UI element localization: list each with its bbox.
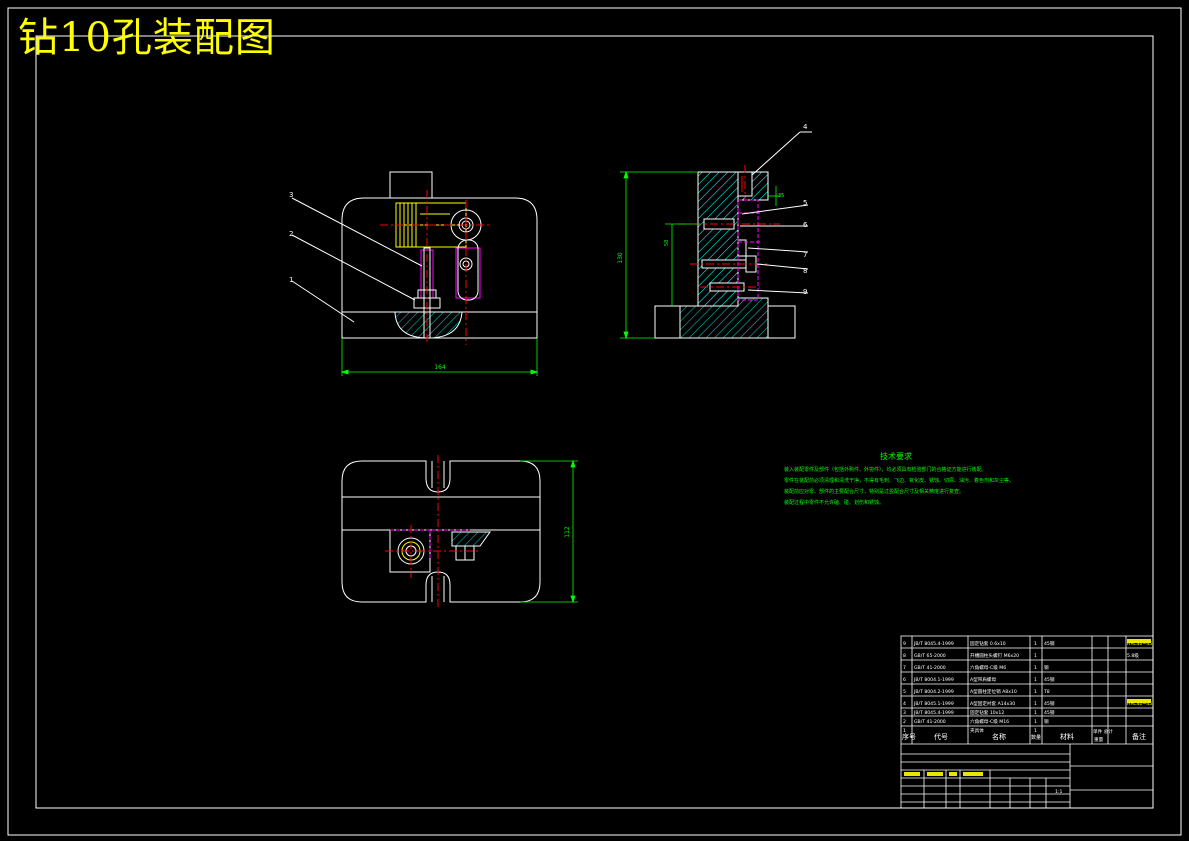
svg-text:45钢: 45钢 bbox=[1044, 640, 1055, 647]
svg-text:45钢: 45钢 bbox=[1044, 676, 1055, 683]
svg-text:单件 总计: 单件 总计 bbox=[1093, 728, 1113, 735]
front-part-number-3: 3 bbox=[289, 191, 293, 199]
svg-text:序号: 序号 bbox=[902, 732, 916, 741]
top-height-dim-text: 112 bbox=[564, 526, 571, 538]
front-width-dimension bbox=[340, 338, 539, 376]
svg-text:重量: 重量 bbox=[1094, 736, 1104, 743]
scale-text: 1:1 bbox=[1055, 789, 1062, 795]
svg-text:1: 1 bbox=[1034, 689, 1037, 695]
bom-row: 1 夹具体 1 bbox=[903, 727, 1037, 734]
bom-row: 4 JB/T 8045.1-1999 A型固定衬套 A14x30 1 45钢 H… bbox=[903, 700, 1152, 707]
front-view bbox=[291, 171, 538, 345]
svg-text:固定钻套 0.6x10: 固定钻套 0.6x10 bbox=[970, 640, 1006, 647]
svg-text:钢: 钢 bbox=[1044, 664, 1049, 671]
svg-text:钢: 钢 bbox=[1044, 718, 1049, 725]
side-height-dim-text: 130 bbox=[617, 252, 624, 264]
svg-text:5.8级: 5.8级 bbox=[1127, 652, 1139, 659]
svg-text:夹具体: 夹具体 bbox=[970, 727, 984, 734]
bom-row: 6 JB/T 8004.1-1999 A型带肩螺母 1 45钢 bbox=[903, 676, 1055, 683]
bom-row: 3 JB/T 8045.4-1999 固定钻套 10x12 1 45钢 bbox=[903, 709, 1055, 716]
svg-text:45钢: 45钢 bbox=[1044, 709, 1055, 716]
svg-text:代号: 代号 bbox=[934, 732, 948, 741]
side-small-dim-1: 35 bbox=[778, 193, 784, 199]
svg-text:5: 5 bbox=[903, 689, 906, 695]
outer-frame bbox=[7, 7, 1182, 836]
svg-text:1: 1 bbox=[1034, 665, 1037, 671]
svg-text:7: 7 bbox=[903, 665, 906, 671]
side-part-number-4: 4 bbox=[803, 123, 808, 131]
svg-text:1: 1 bbox=[903, 728, 906, 734]
svg-text:材料: 材料 bbox=[1060, 732, 1074, 741]
svg-text:45钢: 45钢 bbox=[1044, 700, 1055, 707]
svg-text:A型固定衬套 A14x30: A型固定衬套 A14x30 bbox=[970, 700, 1015, 707]
svg-text:4: 4 bbox=[903, 701, 906, 707]
technical-requirement-line: 装配前应对零、部件的主要配合尺寸，特别是过盈配合尺寸及相关精度进行复查。 bbox=[784, 489, 965, 495]
svg-text:1: 1 bbox=[1034, 641, 1037, 647]
svg-text:T8: T8 bbox=[1043, 689, 1050, 695]
svg-text:1: 1 bbox=[1034, 710, 1037, 716]
svg-text:GB/T 41-2000: GB/T 41-2000 bbox=[914, 719, 946, 725]
svg-text:固定钻套 10x12: 固定钻套 10x12 bbox=[970, 709, 1004, 716]
bom-row: 9 JB/T 8045.4-1999 固定钻套 0.6x10 1 45钢 HRC… bbox=[903, 640, 1152, 647]
technical-requirement-line: 零件在装配前必须清理和清洗干净，不得有毛刺、飞边、氧化皮、锈蚀、切屑、油污、着色… bbox=[784, 478, 1015, 484]
top-view bbox=[341, 455, 541, 608]
svg-text:HRC40~45: HRC40~45 bbox=[1127, 641, 1152, 647]
svg-text:JB/T 8045.1-1999: JB/T 8045.1-1999 bbox=[913, 701, 954, 707]
drawing-title: 钻10孔装配图 bbox=[18, 15, 276, 61]
side-dimensions bbox=[620, 170, 780, 340]
svg-text:6: 6 bbox=[903, 677, 906, 683]
svg-text:名称: 名称 bbox=[992, 732, 1006, 741]
side-part-number-7: 7 bbox=[803, 251, 807, 259]
front-width-dim-text: 164 bbox=[434, 364, 446, 371]
svg-text:1: 1 bbox=[1034, 728, 1037, 734]
svg-text:备注: 备注 bbox=[1132, 732, 1146, 741]
front-part-number-1: 1 bbox=[289, 276, 293, 284]
inner-frame bbox=[35, 35, 1154, 809]
svg-text:A型圆柱定位销 A8x10: A型圆柱定位销 A8x10 bbox=[970, 688, 1017, 695]
side-part-number-9: 9 bbox=[803, 288, 807, 296]
technical-requirement-line: 装入装配零件及部件（包括外购件、外协件），均必须具有检验部门的合格证方能进行装配… bbox=[784, 467, 987, 473]
svg-text:GB/T 65-2000: GB/T 65-2000 bbox=[914, 653, 946, 659]
bom-row: 7 GB/T 41-2000 六角螺母-C级 M6 1 钢 bbox=[903, 664, 1049, 671]
side-part-number-8: 8 bbox=[803, 267, 807, 275]
svg-text:JB/T 8004.1-1999: JB/T 8004.1-1999 bbox=[913, 677, 954, 683]
bom-row: 8 GB/T 65-2000 开槽圆柱头螺钉 M6x20 1 5.8级 bbox=[903, 652, 1139, 659]
svg-text:1: 1 bbox=[1034, 677, 1037, 683]
bom-row: 5 JB/T 8004.2-1999 A型圆柱定位销 A8x10 1 T8 bbox=[903, 688, 1050, 695]
svg-text:HRC40~45: HRC40~45 bbox=[1127, 701, 1152, 707]
technical-requirements-title: 技术要求 bbox=[880, 452, 912, 461]
top-height-dimension bbox=[520, 459, 578, 604]
side-part-number-5: 5 bbox=[803, 199, 807, 207]
svg-text:JB/T 8004.2-1999: JB/T 8004.2-1999 bbox=[913, 689, 954, 695]
svg-text:1: 1 bbox=[1034, 653, 1037, 659]
svg-text:数量: 数量 bbox=[1031, 734, 1041, 741]
title-block bbox=[900, 635, 1154, 809]
bom-header-row: 序号 代号 名称 数量 材料 单件 总计 重量 备注 bbox=[902, 728, 1146, 743]
front-part-number-2: 2 bbox=[289, 230, 293, 238]
svg-text:9: 9 bbox=[903, 641, 906, 647]
bom-row: 2 GB/T 41-2000 六角螺母-C级 M16 1 钢 bbox=[903, 718, 1049, 725]
title-block-highlights bbox=[904, 639, 1151, 776]
svg-text:GB/T 41-2000: GB/T 41-2000 bbox=[914, 665, 946, 671]
svg-text:1: 1 bbox=[1034, 719, 1037, 725]
svg-text:8: 8 bbox=[903, 653, 906, 659]
svg-text:六角螺母-C级 M16: 六角螺母-C级 M16 bbox=[970, 718, 1009, 725]
bom-table: 9 JB/T 8045.4-1999 固定钻套 0.6x10 1 45钢 HRC… bbox=[902, 640, 1152, 795]
svg-text:JB/T 8045.4-1999: JB/T 8045.4-1999 bbox=[913, 641, 954, 647]
side-small-dim-2: 58 bbox=[664, 240, 670, 246]
svg-text:六角螺母-C级 M6: 六角螺母-C级 M6 bbox=[970, 664, 1006, 671]
svg-text:3: 3 bbox=[903, 710, 906, 716]
svg-text:1: 1 bbox=[1034, 701, 1037, 707]
svg-text:开槽圆柱头螺钉 M6x20: 开槽圆柱头螺钉 M6x20 bbox=[970, 652, 1019, 659]
side-part-number-6: 6 bbox=[803, 221, 808, 229]
svg-text:A型带肩螺母: A型带肩螺母 bbox=[970, 676, 997, 683]
svg-text:JB/T 8045.4-1999: JB/T 8045.4-1999 bbox=[913, 710, 954, 716]
side-view bbox=[654, 131, 812, 339]
technical-requirement-line: 装配过程中零件不允许磕、碰、划伤和锈蚀。 bbox=[784, 500, 885, 506]
svg-text:2: 2 bbox=[903, 719, 906, 725]
